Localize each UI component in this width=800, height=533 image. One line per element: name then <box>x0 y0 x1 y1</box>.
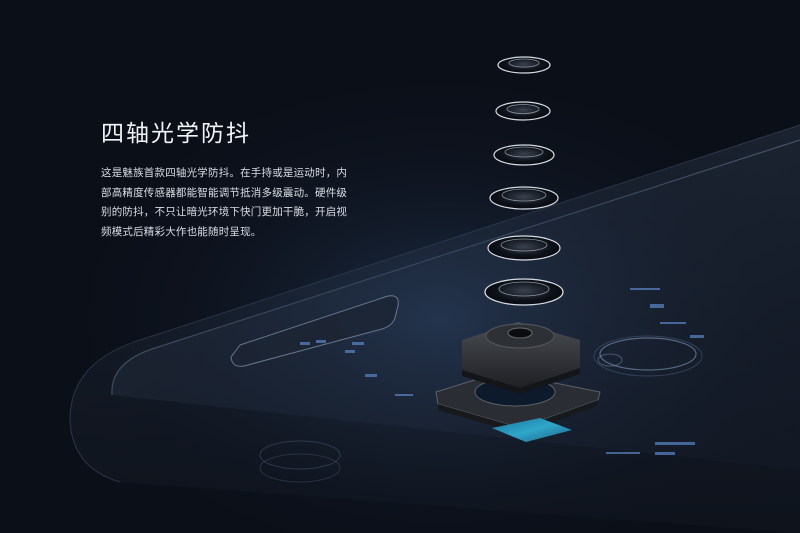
lens-elements <box>484 56 564 306</box>
feature-title: 四轴光学防抖 <box>101 121 251 147</box>
camera-module <box>435 322 601 442</box>
lens-element <box>484 278 564 306</box>
description-line: 这是魅族首款四轴光学防抖。在手持或是运动时，内 <box>101 167 348 179</box>
description-line: 频模式后精彩大作也能随时呈现。 <box>101 225 262 238</box>
feature-copy: 四轴光学防抖 这是魅族首款四轴光学防抖。在手持或是运动时，内 部高精度传感器都能… <box>101 118 351 242</box>
description-line: 别的防抖，不只让暗光环境下快门更加干脆，开启视 <box>101 206 348 218</box>
circuit-traces <box>300 288 704 455</box>
lens-element <box>497 56 551 74</box>
lens-element <box>487 235 561 261</box>
description-line: 部高精度传感器都能智能调节抵消多级震动。硬件级 <box>101 186 348 199</box>
lens-element <box>489 186 559 210</box>
lens-element <box>493 144 555 166</box>
feature-description: 这是魅族首款四轴光学防抖。在手持或是运动时，内 部高精度传感器都能智能调节抵消多… <box>101 164 351 242</box>
lens-element <box>495 101 551 121</box>
